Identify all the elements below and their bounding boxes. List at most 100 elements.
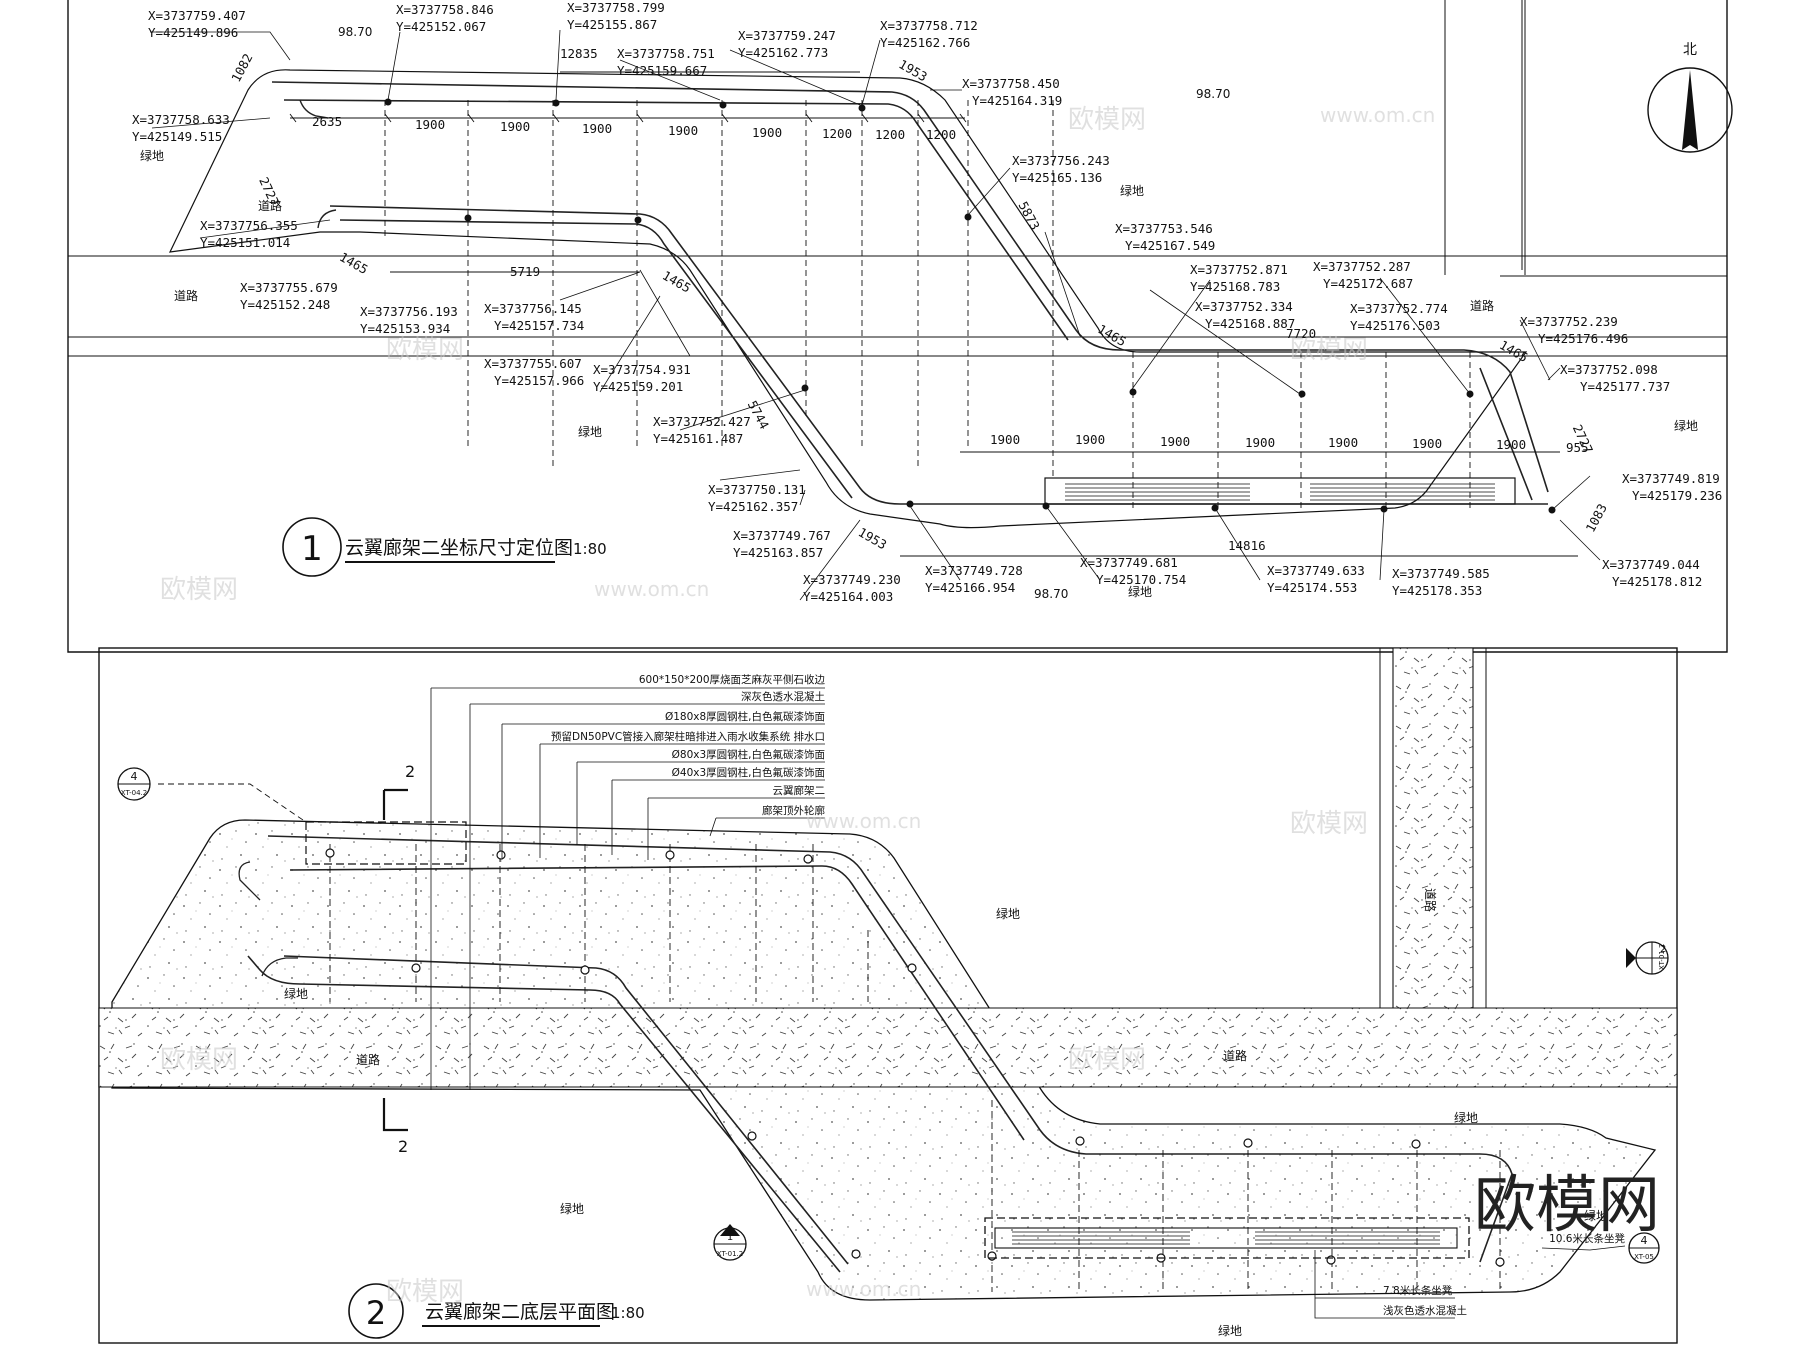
coord-y: Y=425162.773: [738, 45, 828, 60]
watermark: www.om.cn: [806, 809, 921, 833]
dim-bottom: 1900: [1160, 434, 1190, 449]
dim: 14816: [1228, 538, 1266, 553]
label-green: 绿地: [1120, 183, 1144, 198]
note: 廊架顶外轮廓: [762, 804, 825, 817]
label-road: 道路: [356, 1052, 380, 1067]
watermark: 欧模网: [386, 1277, 464, 1307]
dim-top: 1200: [822, 126, 852, 141]
label-green: 绿地: [1454, 1110, 1478, 1125]
coord-x: X=3737758.712: [880, 18, 978, 33]
coord-y: Y=425178.353: [1392, 583, 1482, 598]
watermark: www.om.cn: [594, 577, 709, 601]
coord-x: X=3737758.450: [962, 76, 1060, 91]
coord-y: Y=425167.549: [1125, 238, 1215, 253]
coord-x: X=3737756.355: [200, 218, 298, 233]
elevation: 98.70: [338, 25, 372, 39]
coord-y: Y=425178.812: [1612, 574, 1702, 589]
coord-x: X=3737758.846: [396, 2, 494, 17]
dim-top: 1200: [926, 127, 956, 142]
section-number: 1: [727, 1232, 733, 1243]
section-ref: XT-01.2: [717, 1250, 743, 1258]
coord-x: X=3737749.681: [1080, 555, 1178, 570]
coord-y: Y=425176.496: [1538, 331, 1628, 346]
plan1-scale: 1:80: [573, 540, 607, 558]
right-note: 10.6米长条坐凳: [1549, 1232, 1625, 1245]
coord-y: Y=425159.667: [617, 63, 707, 78]
coord-y: Y=425153.934: [360, 321, 450, 336]
note: 深灰色透水混凝土: [741, 690, 825, 703]
plan1-title-block: 1 云翼廊架二坐标尺寸定位图 1:80: [282, 517, 607, 577]
watermark: 欧模网: [1290, 809, 1368, 839]
dim: 7720: [1286, 326, 1316, 341]
dim-top: 2635: [312, 114, 342, 129]
section-mark: 2: [405, 762, 415, 781]
coord-x: X=3737752.871: [1190, 262, 1288, 277]
plan2-title-block: 2 云翼廊架二底层平面图 1:80: [348, 1283, 645, 1339]
dim-top: 1900: [668, 123, 698, 138]
coord-y: Y=425172.687: [1323, 276, 1413, 291]
coord-x: X=3737749.633: [1267, 563, 1365, 578]
dim-bottom: 1900: [1496, 437, 1526, 452]
bench-note: 浅灰色透水混凝土: [1383, 1304, 1467, 1317]
label-road: 道路: [1223, 1048, 1247, 1063]
watermark: 欧模网: [1290, 335, 1368, 365]
plan1-coordinate-layout: X=3737759.407 Y=425149.896 X=3737758.846…: [67, 0, 1733, 653]
coord-y: Y=425165.136: [1012, 170, 1102, 185]
label-green: 绿地: [560, 1201, 584, 1216]
coord-x: X=3737759.247: [738, 28, 836, 43]
coord-x: X=3737749.230: [803, 572, 901, 587]
label-green: 绿地: [578, 424, 602, 439]
coord-x: X=3737749.044: [1602, 557, 1700, 572]
dim-bottom: 1900: [990, 432, 1020, 447]
plan2-number: 2: [366, 1294, 386, 1332]
dim-top: 1900: [415, 117, 445, 132]
coord-x: X=3737756.243: [1012, 153, 1110, 168]
watermark: 欧模网: [1068, 1045, 1146, 1075]
coord-y: Y=425155.867: [567, 17, 657, 32]
label-green: 绿地: [1128, 584, 1152, 599]
coord-y: Y=425176.503: [1350, 318, 1440, 333]
note: 云翼廊架二: [773, 784, 826, 797]
detail-marker-4b: 4 XT-05: [1628, 1232, 1660, 1264]
coord-y: Y=425159.201: [593, 379, 683, 394]
coord-y: Y=425164.319: [972, 93, 1062, 108]
label-road: 道路: [1470, 298, 1494, 313]
coord-x: X=3737752.774: [1350, 301, 1448, 316]
coord-x: X=3737752.427: [653, 414, 751, 429]
detail-number: 4: [131, 770, 138, 783]
coord-y: Y=425162.766: [880, 35, 970, 50]
coord-y: Y=425170.754: [1096, 572, 1186, 587]
coord-x: X=3737749.767: [733, 528, 831, 543]
plan2-title: 云翼廊架二底层平面图: [425, 1301, 615, 1323]
dim: 1465: [660, 268, 694, 296]
plan2-scale: 1:80: [611, 1304, 645, 1322]
watermark: 欧模网: [1068, 105, 1146, 135]
coord-y: Y=425152.248: [240, 297, 330, 312]
coord-y: Y=425157.966: [494, 373, 584, 388]
coord-x: X=3737752.098: [1560, 362, 1658, 377]
coord-x: X=3737758.799: [567, 0, 665, 15]
watermark-layer: 欧模网 www.om.cn 欧模网 欧模网 欧模网 www.om.cn 欧模网 …: [160, 103, 1660, 1307]
watermark: 欧模网: [160, 575, 238, 605]
coord-y: Y=425174.553: [1267, 580, 1357, 595]
elevation: 98.70: [1196, 87, 1230, 101]
coord-x: X=3737752.287: [1313, 259, 1411, 274]
north-arrow-icon: 北: [1647, 42, 1733, 153]
dim-top: 1200: [875, 127, 905, 142]
coord-y: Y=425168.887: [1205, 316, 1295, 331]
label-green: 绿地: [1584, 1208, 1608, 1223]
coord-y: Y=425149.896: [148, 25, 238, 40]
coord-x: X=3737759.407: [148, 8, 246, 23]
label-green: 绿地: [1218, 1323, 1242, 1338]
dim: 5873: [1015, 199, 1042, 233]
detail-marker-4: 4 XT-04.2: [117, 767, 151, 801]
dim: 5719: [510, 264, 540, 279]
coord-x: X=3737755.679: [240, 280, 338, 295]
coord-y: Y=425149.515: [132, 129, 222, 144]
note: 600*150*200厚烧面芝麻灰平侧石收边: [639, 673, 826, 686]
coord-x: X=3737752.334: [1195, 299, 1293, 314]
coord-x: X=3737752.239: [1520, 314, 1618, 329]
coord-y: Y=425163.857: [733, 545, 823, 560]
coord-x: X=3737753.546: [1115, 221, 1213, 236]
coord-y: Y=425164.003: [803, 589, 893, 604]
